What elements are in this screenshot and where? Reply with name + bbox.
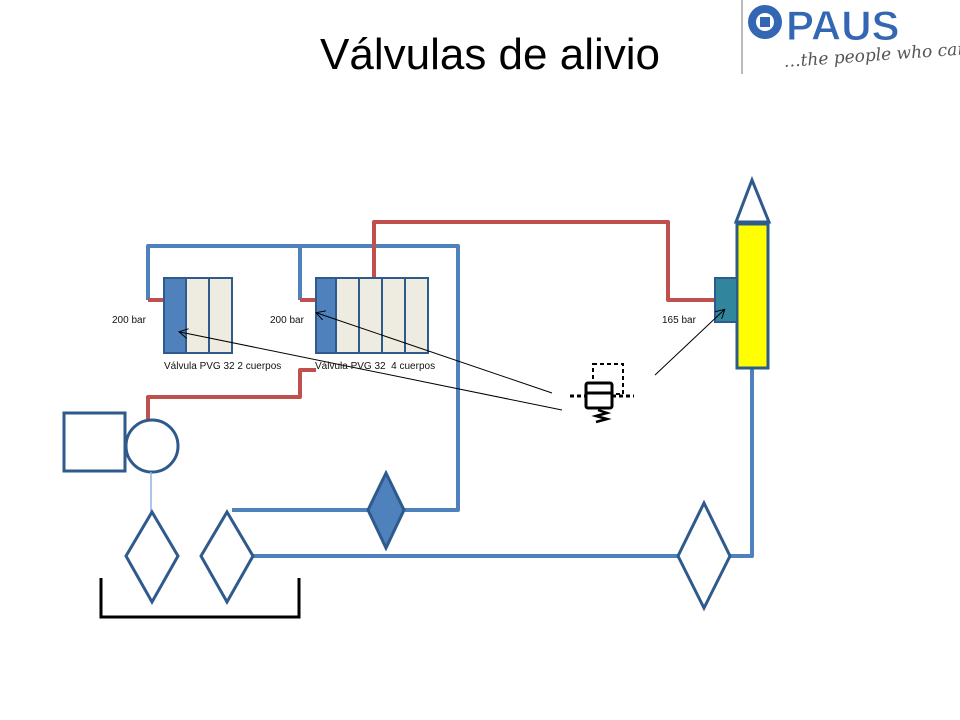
pressure-label-left: 200 bar (112, 315, 147, 326)
pressure-label-mid: 200 bar (270, 315, 305, 326)
arrow-to-valve-4 (317, 313, 553, 394)
valve-2-label: Válvula PVG 32 2 cuerpos (164, 361, 281, 372)
cooler-diamond (366, 469, 406, 552)
pressure-label-right: 165 bar (662, 315, 697, 326)
slide-title: Válvulas de alivio (320, 30, 660, 79)
suction-filter (124, 509, 180, 606)
annotation-arrows (180, 310, 724, 411)
arrow-to-valve-2 (180, 332, 563, 411)
paus-logo: PAUS …the people who care (741, 0, 960, 74)
return-lines (146, 244, 754, 558)
motor-box (62, 411, 127, 473)
valve-4-label: Válvula PVG 32 4 cuerpos (315, 361, 435, 372)
valve-pvg32-4[interactable] (315, 277, 429, 354)
return-filter (199, 509, 255, 606)
pressure-line-cylinder (372, 220, 715, 302)
tank (99, 578, 301, 619)
relief-valve-symbol (570, 363, 634, 424)
gear-icon (748, 5, 782, 39)
cylinder-body (735, 222, 770, 370)
pump-circle (124, 418, 180, 474)
cylinder-filter (676, 499, 732, 612)
pressure-lines (146, 220, 715, 419)
valve-pvg32-2[interactable] (163, 277, 233, 354)
pressure-line-pump (146, 368, 316, 419)
logo-brand: PAUS (786, 2, 900, 49)
return-line-cylinder (225, 368, 754, 558)
cylinder-rod (733, 175, 772, 224)
arrow-to-cylinder (654, 310, 724, 376)
